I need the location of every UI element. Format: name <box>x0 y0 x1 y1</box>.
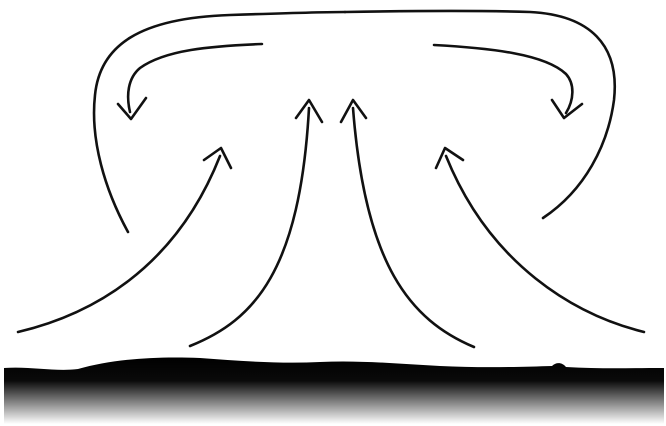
inner-curl-right-arrow <box>434 45 582 118</box>
outer-loop-right-arrow <box>345 11 615 218</box>
rise-outer-left-arrow <box>18 148 231 332</box>
inner-curl-left-arrow <box>118 44 262 119</box>
rise-outer-right-arrow <box>436 148 644 332</box>
rise-inner-right-arrow <box>341 100 474 347</box>
rise-inner-left-arrow <box>190 100 322 346</box>
ground-surface <box>4 357 664 424</box>
